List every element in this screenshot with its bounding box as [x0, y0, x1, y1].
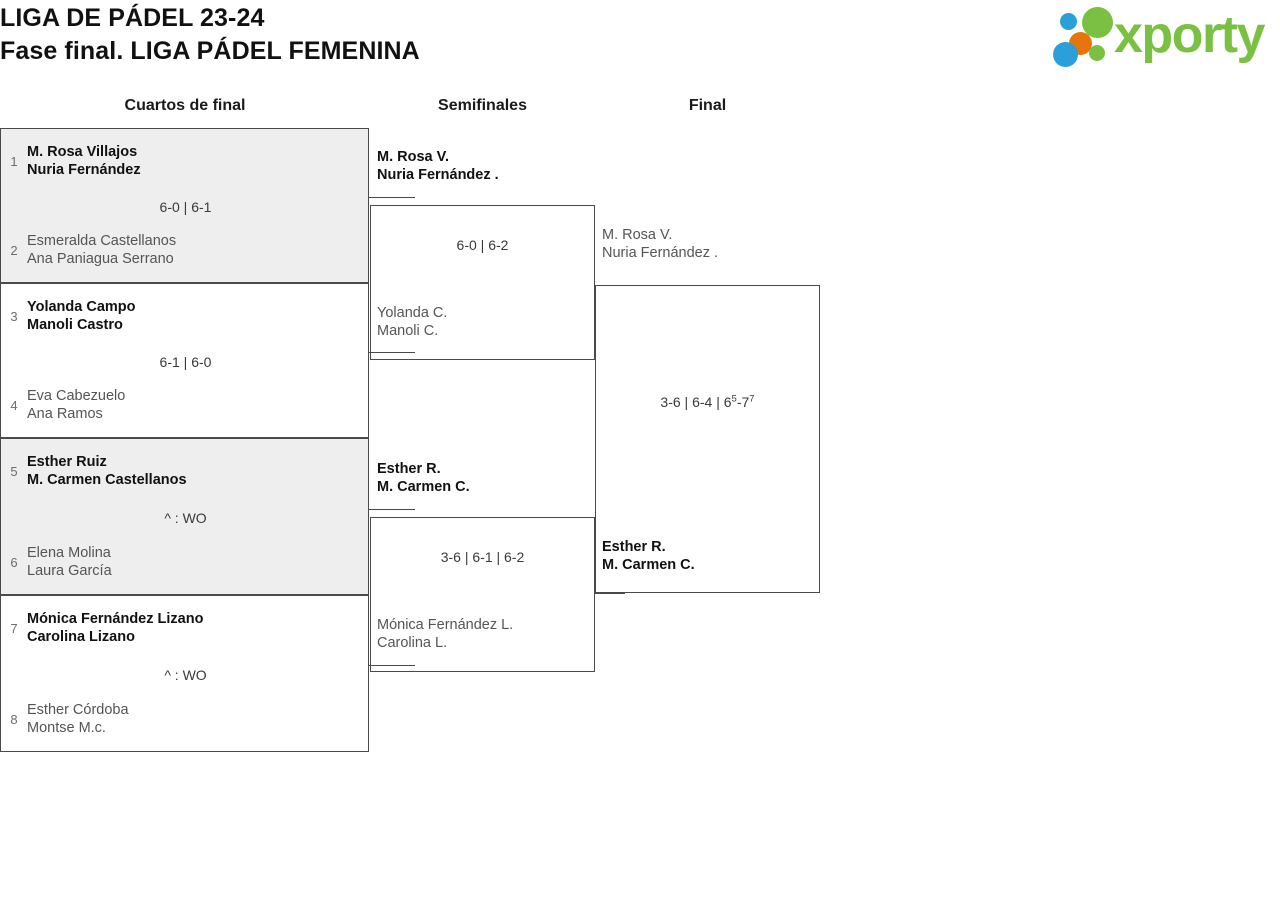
- advancing-team-sf1-top[interactable]: M. Rosa V. Nuria Fernández .: [377, 148, 499, 184]
- match-box-qf-2[interactable]: 3 Yolanda Campo Manoli Castro 6-1 | 6-0 …: [0, 283, 369, 438]
- match-slot-bottom[interactable]: 2 Esmeralda Castellanos Ana Paniagua Ser…: [1, 230, 370, 270]
- final-score-tiebreak-2: 7: [749, 393, 755, 405]
- match-score-final: 3-6 | 6-4 | 65-77: [595, 394, 820, 410]
- seed-number: 6: [10, 554, 18, 570]
- final-score-sets-mid: -7: [736, 394, 750, 410]
- team-names: Mónica Fernández Lizano Carolina Lizano: [27, 610, 203, 646]
- match-score-sf-2: 3-6 | 6-1 | 6-2: [440, 549, 525, 565]
- player-name: M. Carmen C.: [377, 479, 470, 495]
- match-box-sf-1[interactable]: [370, 205, 595, 360]
- connector-qf4: [369, 665, 415, 666]
- team-names: Elena Molina Laura García: [27, 544, 112, 580]
- match-slot-bottom[interactable]: 8 Esther Córdoba Montse M.c.: [1, 699, 370, 739]
- player-name: Nuria Fernández .: [602, 245, 719, 261]
- player-name: Mónica Fernández Lizano: [27, 611, 204, 627]
- logo-dot-green-small-icon: [1089, 45, 1105, 61]
- finalist-top[interactable]: M. Rosa V. Nuria Fernández .: [602, 226, 718, 262]
- match-score: ^ : WO: [164, 510, 207, 526]
- player-name: Yolanda C.: [377, 305, 448, 321]
- match-score: 6-0 | 6-1: [159, 199, 212, 215]
- seed-number: 7: [10, 620, 18, 636]
- seed-number: 4: [10, 397, 18, 413]
- seed-number: 8: [10, 711, 18, 727]
- match-score-sf-1: 6-0 | 6-2: [456, 237, 509, 253]
- logo-dot-green-large-icon: [1082, 7, 1113, 38]
- player-name: Laura García: [27, 563, 112, 579]
- player-name: M. Rosa Villajos: [27, 144, 138, 160]
- match-slot-bottom[interactable]: 6 Elena Molina Laura García: [1, 542, 370, 582]
- team-names: Yolanda Campo Manoli Castro: [27, 298, 136, 334]
- connector-qf2: [369, 352, 415, 353]
- match-slot-top[interactable]: 5 Esther Ruiz M. Carmen Castellanos: [1, 451, 370, 491]
- round-header-final: Final: [688, 97, 727, 114]
- player-name: Eva Cabezuelo: [27, 388, 126, 404]
- xporty-logo[interactable]: xporty: [1052, 6, 1276, 67]
- player-name: M. Carmen Castellanos: [27, 472, 187, 488]
- player-name: Esther Ruiz: [27, 454, 107, 470]
- final-score-tiebreak-1: 5: [731, 393, 737, 405]
- match-score: 6-1 | 6-0: [159, 354, 212, 370]
- player-name: Nuria Fernández .: [377, 167, 499, 183]
- match-slot-top[interactable]: 7 Mónica Fernández Lizano Carolina Lizan…: [1, 608, 370, 648]
- logo-dot-blue-large-icon: [1053, 42, 1078, 67]
- advancing-team-sf2-bottom[interactable]: Mónica Fernández L. Carolina L.: [377, 616, 513, 652]
- title-line-league: LIGA DE PÁDEL 23-24: [0, 4, 265, 32]
- team-names: Eva Cabezuelo Ana Ramos: [27, 387, 125, 423]
- player-name: Manoli Castro: [27, 317, 123, 333]
- finalist-bottom-champion[interactable]: Esther R. M. Carmen C.: [602, 538, 695, 574]
- player-name: Mónica Fernández L.: [377, 617, 514, 633]
- player-name: Nuria Fernández: [27, 162, 141, 178]
- player-name: M. Rosa V.: [377, 149, 449, 165]
- seed-number: 5: [10, 463, 18, 479]
- match-score: ^ : WO: [164, 667, 207, 683]
- player-name: M. Rosa V.: [602, 227, 673, 243]
- match-box-qf-1[interactable]: 1 M. Rosa Villajos Nuria Fernández 6-0 |…: [0, 128, 369, 283]
- round-header-quarterfinals: Cuartos de final: [124, 97, 246, 114]
- team-names: M. Rosa Villajos Nuria Fernández: [27, 143, 141, 179]
- seed-number: 1: [10, 153, 18, 169]
- match-slot-top[interactable]: 1 M. Rosa Villajos Nuria Fernández: [1, 141, 370, 181]
- player-name: Manoli C.: [377, 323, 439, 339]
- match-box-sf-2[interactable]: [370, 517, 595, 672]
- logo-wordmark: xporty: [1114, 6, 1265, 64]
- match-slot-top[interactable]: 3 Yolanda Campo Manoli Castro: [1, 296, 370, 336]
- player-name: Elena Molina: [27, 545, 111, 561]
- match-box-qf-3[interactable]: 5 Esther Ruiz M. Carmen Castellanos ^ : …: [0, 438, 369, 595]
- player-name: Ana Ramos: [27, 406, 103, 422]
- match-box-qf-4[interactable]: 7 Mónica Fernández Lizano Carolina Lizan…: [0, 595, 369, 752]
- logo-dots-icon: [1052, 6, 1118, 67]
- player-name: Carolina L.: [377, 635, 448, 651]
- final-score-sets: 3-6 | 6-4 | 6: [660, 394, 732, 410]
- match-slot-bottom[interactable]: 4 Eva Cabezuelo Ana Ramos: [1, 385, 370, 425]
- player-name: Esmeralda Castellanos: [27, 233, 177, 249]
- page-header: LIGA DE PÁDEL 23-24 Fase final. LIGA PÁD…: [0, 0, 1280, 80]
- team-names: Esther Ruiz M. Carmen Castellanos: [27, 453, 187, 489]
- player-name: Carolina Lizano: [27, 629, 135, 645]
- team-names: Esmeralda Castellanos Ana Paniagua Serra…: [27, 232, 176, 268]
- round-header-semifinals: Semifinales: [438, 97, 527, 114]
- player-name: Esther R.: [377, 461, 441, 477]
- connector-qf3: [369, 509, 415, 510]
- player-name: Esther R.: [602, 539, 666, 555]
- player-name: Esther Córdoba: [27, 702, 129, 718]
- match-box-final[interactable]: [595, 285, 820, 593]
- page-title: LIGA DE PÁDEL 23-24 Fase final. LIGA PÁD…: [0, 2, 420, 68]
- seed-number: 2: [10, 242, 18, 258]
- player-name: Ana Paniagua Serrano: [27, 251, 174, 267]
- seed-number: 3: [10, 308, 18, 324]
- advancing-team-sf1-bottom[interactable]: Yolanda C. Manoli C.: [377, 304, 447, 340]
- advancing-team-sf2-top[interactable]: Esther R. M. Carmen C.: [377, 460, 470, 496]
- player-name: M. Carmen C.: [602, 557, 695, 573]
- title-line-phase: Fase final. LIGA PÁDEL FEMENINA: [0, 37, 420, 65]
- connector-qf1: [369, 197, 415, 198]
- team-names: Esther Córdoba Montse M.c.: [27, 701, 129, 737]
- player-name: Montse M.c.: [27, 720, 106, 736]
- connector-sf2: [595, 593, 625, 594]
- logo-dot-blue-small-icon: [1060, 13, 1077, 30]
- player-name: Yolanda Campo: [27, 299, 136, 315]
